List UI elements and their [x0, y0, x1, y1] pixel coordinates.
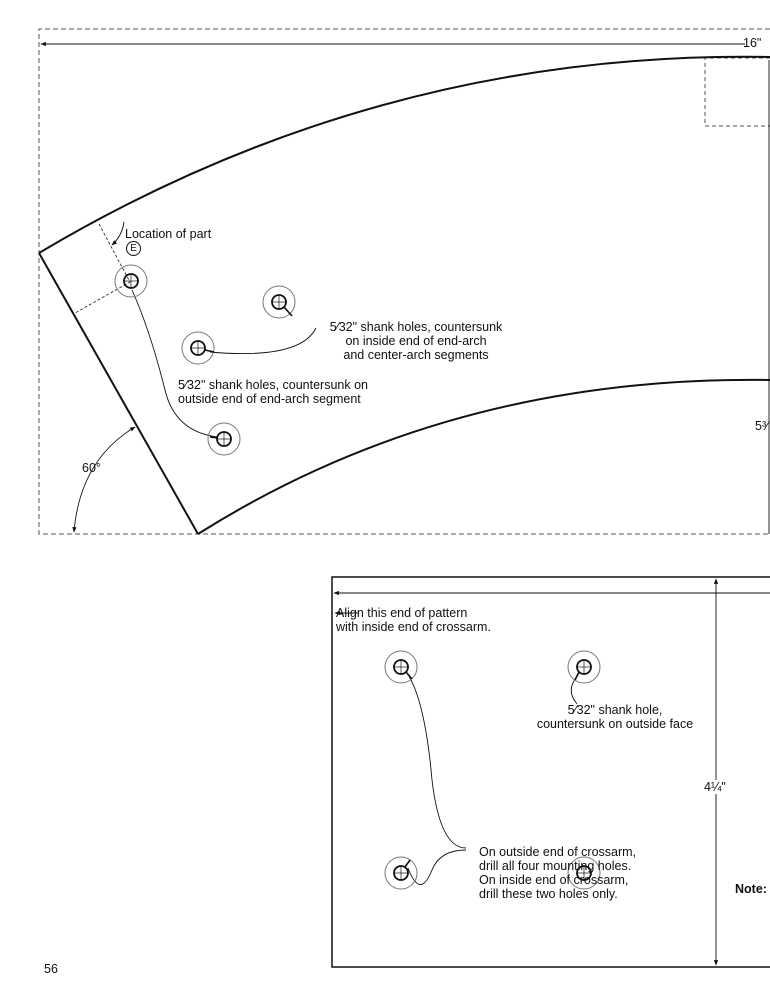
arch-hole-2 [262, 285, 296, 319]
outer-holes-note: 5⁄32" shank holes, countersunk on outsid… [178, 378, 368, 406]
width-dimension-label: 16" [743, 36, 762, 50]
part-e-leader [111, 221, 125, 246]
mounting-leader-top [406, 672, 467, 849]
crossarm-hole-4 [567, 856, 601, 890]
inner-holes-note: 5⁄32" shank holes, countersunk on inside… [329, 320, 503, 362]
crossarm-hole-2 [567, 650, 601, 684]
shank-hole-note: 5⁄32" shank hole, countersunk on outside… [536, 703, 694, 731]
part-e-location-text: Location of part [125, 227, 212, 241]
outer-holes-leader [131, 289, 219, 438]
arch-hole-4 [207, 422, 241, 456]
arch-hole-1 [114, 264, 148, 298]
mounting-holes-note: On outside end of crossarm, drill all fo… [479, 845, 637, 901]
arch-height-dimension-label: 5³⁄ [755, 419, 769, 433]
part-e-location-label: Location of part E [125, 213, 212, 257]
arch-end-line [38, 252, 199, 535]
crossarm-outline [331, 576, 770, 968]
part-e-location-lines [74, 223, 131, 314]
mounting-leader-bottom [407, 849, 467, 885]
page-number: 56 [44, 962, 58, 976]
corner-dashed-square [704, 57, 770, 127]
arch-outer-curve [38, 55, 770, 254]
crossarm-hole-3 [384, 856, 418, 890]
angle-label: 60° [82, 461, 101, 475]
crossarm-hole-1 [384, 650, 418, 684]
align-note: Align this end of pattern with inside en… [336, 606, 491, 634]
crossarm-height-label: 4¼" [703, 780, 727, 794]
arch-pattern [38, 28, 770, 535]
crossarm-pattern [331, 576, 770, 968]
part-e-letter: E [126, 241, 141, 257]
angle-arc [72, 426, 136, 533]
arch-hole-3 [181, 331, 215, 365]
arch-inner-curve [197, 378, 770, 535]
arch-stock-outline [38, 28, 770, 535]
note-label: Note: [735, 882, 767, 896]
inner-holes-leader [209, 327, 317, 355]
